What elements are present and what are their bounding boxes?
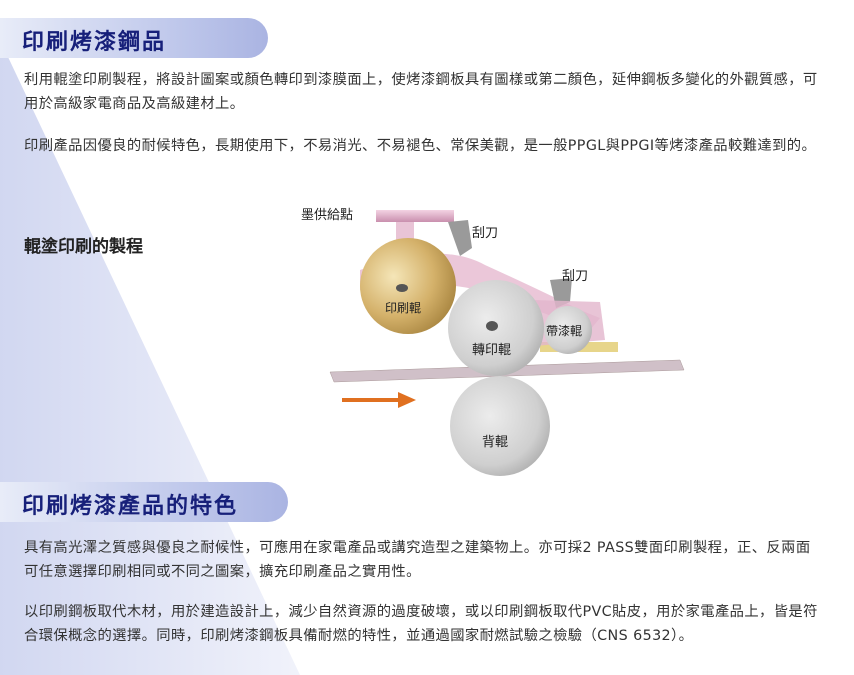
print-roll-label: 印刷輥 <box>385 301 421 315</box>
paint-roll-label: 帶漆輥 <box>546 324 582 338</box>
section2-title: 印刷烤漆產品的特色 <box>22 494 239 519</box>
print-roll <box>360 238 456 334</box>
blade-top-label: 刮刀 <box>472 226 498 241</box>
diagram-subtitle: 輥塗印刷的製程 <box>24 237 143 257</box>
transfer-roll-label: 轉印輥 <box>472 343 511 358</box>
section1-title: 印刷烤漆鋼品 <box>22 30 167 55</box>
ink-supply-bar <box>376 210 454 222</box>
back-roll-label: 背輥 <box>482 435 508 450</box>
section2-paragraph-1: 具有高光澤之質感與優良之耐候性，可應用在家電產品或講究造型之建築物上。亦可採2 … <box>24 540 811 580</box>
direction-arrow-head <box>398 392 416 408</box>
section1-paragraph-1: 利用輥塗印刷製程，將設計圖案或顏色轉印到漆膜面上，使烤漆鋼板具有圖樣或第二顏色，… <box>24 72 818 112</box>
back-roll <box>450 376 550 476</box>
blade-right-label: 刮刀 <box>562 269 588 284</box>
print-roll-axle <box>396 284 408 292</box>
transfer-roll-axle <box>486 321 498 331</box>
blade-right-shape <box>550 278 572 308</box>
blade-top-shape <box>448 220 472 256</box>
section2-paragraph-2: 以印刷鋼板取代木材，用於建造設計上，減少自然資源的過度破壞，或以印刷鋼板取代PV… <box>24 604 818 644</box>
section1-paragraph-2: 印刷產品因優良的耐候特色，長期使用下，不易消光、不易褪色、常保美觀，是一般PPG… <box>24 138 817 154</box>
roll-coating-diagram: 刮刀 刮刀 油墨供給點 印刷輥 帶漆輥 轉印輥 背輥 <box>300 208 685 476</box>
section1-header: 印刷烤漆鋼品 <box>0 18 268 58</box>
ink-supply-label: 油墨供給點 <box>300 208 353 223</box>
section2-header: 印刷烤漆產品的特色 <box>0 482 288 522</box>
paint-roll <box>544 306 592 354</box>
